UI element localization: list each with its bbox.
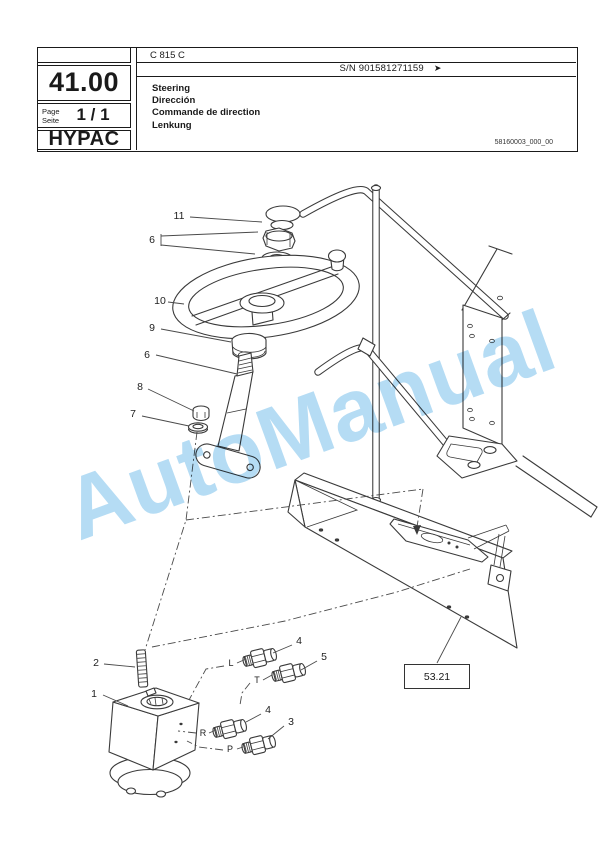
callout-stud: 2 — [93, 657, 99, 669]
document-number: 58160003_000_00 — [494, 139, 553, 146]
brand-cell: HYPAC — [37, 128, 131, 151]
callout-boot: 9 — [149, 322, 155, 334]
seite-word: Seite — [42, 115, 60, 125]
console-frame — [299, 184, 513, 504]
callout-fitting-t: 5 — [321, 651, 327, 663]
cross-reference-box: 53.21 — [404, 664, 470, 689]
callout-column: 6 — [144, 349, 150, 361]
model-name: C 815 C — [150, 50, 185, 61]
serial-underline — [137, 75, 576, 77]
page-cell: Page Seite 1 / 1 — [37, 103, 131, 128]
section-number: 41.00 — [48, 67, 120, 97]
port-connectors — [177, 658, 273, 751]
fitting-port-t — [269, 659, 308, 686]
callout-fitting-r: 4 — [265, 704, 271, 716]
support-rod — [461, 248, 498, 311]
serial-arrow-icon: ➤ — [433, 63, 442, 73]
section-titles: Steering Dirección Commande de direction… — [152, 83, 260, 132]
centerlines — [144, 431, 471, 651]
steering-valve — [108, 687, 200, 798]
fitting-port-r — [210, 715, 249, 742]
column-nut — [192, 405, 210, 422]
page-value: 1 / 1 — [76, 105, 110, 125]
serial-number-row: S/N 901581271159 ➤ — [137, 63, 576, 74]
frame-rails — [515, 455, 598, 518]
callout-steering-wheel: 10 — [154, 295, 166, 307]
panel-base — [436, 435, 518, 479]
steering-cap — [265, 205, 301, 231]
title-de: Lenkung — [152, 119, 192, 131]
side-panel — [462, 304, 503, 446]
column-flange — [195, 443, 261, 479]
steering-nut-upper — [262, 227, 296, 252]
column-washer — [187, 422, 209, 434]
page-word: Page — [42, 107, 60, 116]
section-number-cell: 41.00 — [37, 64, 131, 101]
port-letter-t: T — [254, 675, 260, 685]
header-cell-empty — [37, 47, 131, 63]
callout-nut-washer-upper: 6 — [149, 234, 155, 246]
steering-wheel-spokes — [191, 249, 347, 326]
header-row-divider — [137, 62, 576, 63]
callout-fitting-p: 3 — [288, 716, 294, 728]
lower-bracket — [487, 533, 512, 592]
port-letter-p: P — [226, 744, 234, 754]
fitting-port-l — [240, 644, 279, 671]
steering-column — [195, 351, 261, 479]
port-letter-r: R — [199, 728, 207, 738]
header-column-divider — [136, 47, 137, 150]
mount-plate — [389, 518, 510, 563]
callout-washer-lower: 7 — [130, 408, 136, 420]
title-fr: Commande de direction — [152, 107, 261, 119]
title-es: Dirección — [152, 95, 196, 107]
platform-beam — [287, 472, 518, 649]
brand-logo: HYPAC — [48, 128, 120, 151]
mounting-stud — [135, 649, 149, 688]
port-letter-l: L — [228, 658, 234, 668]
callout-valve: 1 — [91, 688, 97, 700]
title-en: Steering — [152, 83, 191, 94]
callout-fitting-l: 4 — [296, 635, 302, 647]
callout-nut-lower: 8 — [137, 381, 143, 393]
spinner-knob — [327, 249, 347, 272]
serial-number: S/N 901581271159 — [339, 63, 424, 74]
callout-cap: 11 — [173, 210, 185, 222]
leader-lines — [102, 216, 462, 740]
